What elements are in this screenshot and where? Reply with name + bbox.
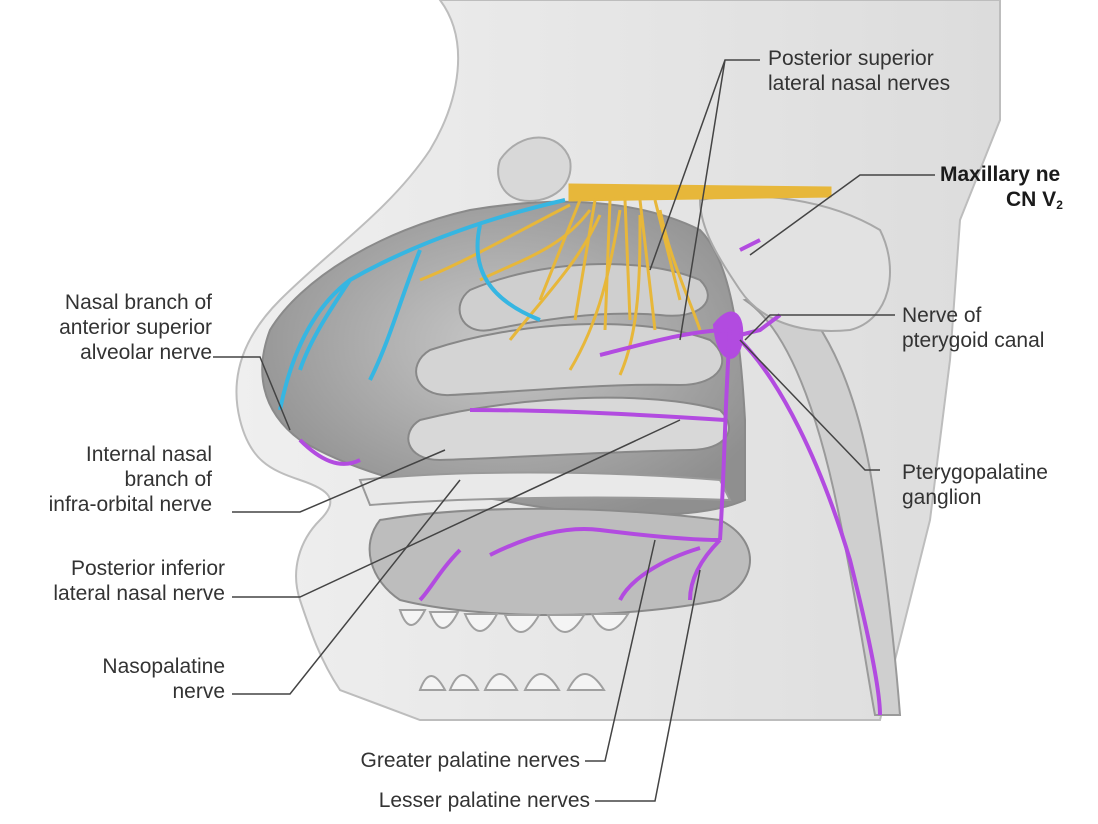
inferior-concha (407, 396, 730, 462)
leader-maxillary (749, 174, 935, 256)
label-cn-sub: 2 (1056, 198, 1063, 212)
label-nerve-of-pterygoid-canal: Nerve of pterygoid canal (902, 303, 1044, 353)
label-greater-palatine-nerves: Greater palatine nerves (250, 748, 580, 773)
leader-nerve-pterygoid (744, 314, 895, 341)
label-line: nerve (172, 680, 225, 703)
leader-greater-palatine (585, 539, 656, 762)
sphenoid-bone (698, 195, 891, 332)
head-illustration (235, 0, 1001, 721)
label-line-cn: CN V2 (940, 187, 1063, 218)
olfactory-nerves (419, 183, 832, 376)
label-line: lateral nasal nerves (768, 72, 951, 95)
label-line: Posterior inferior (70, 557, 225, 580)
label-line: Posterior superior (768, 47, 934, 70)
label-line: ganglion (902, 486, 982, 509)
label-nasal-branch-anterior-superior-alveolar-nerve: Nasal branch of anterior superior alveol… (0, 290, 212, 365)
label-line: Nasal branch of (64, 291, 212, 314)
oral-cavity (368, 507, 751, 616)
lower-teeth (418, 673, 606, 691)
label-line: alveolar nerve (80, 341, 212, 364)
label-internal-nasal-branch-infraorbital-nerve: Internal nasal branch of infra-orbital n… (0, 442, 212, 517)
label-cn-main: CN V (1006, 188, 1057, 211)
label-line: Greater palatine nerves (360, 749, 580, 772)
olfactory-bulb (568, 183, 832, 202)
label-nasopalatine-nerve: Nasopalatine nerve (0, 654, 225, 704)
label-line: Nasopalatine (102, 655, 225, 678)
leader-internal-nasal (232, 449, 446, 513)
leader-nasal-branch (213, 356, 291, 431)
label-line: anterior superior (59, 316, 212, 339)
label-posterior-superior-lateral-nasal-nerves: Posterior superior lateral nasal nerves (768, 46, 950, 96)
label-line: pterygoid canal (902, 329, 1045, 352)
label-maxillary-nerve: Maxillary ne CN V2 (940, 162, 1063, 218)
leader-lesser-palatine (595, 569, 701, 802)
upper-teeth (398, 609, 630, 633)
label-lesser-palatine-nerves: Lesser palatine nerves (250, 788, 590, 813)
leader-lines (213, 59, 935, 802)
label-line: infra-orbital nerve (48, 493, 212, 516)
label-line: Maxillary ne (940, 163, 1061, 186)
label-posterior-inferior-lateral-nasal-nerve: Posterior inferior lateral nasal nerve (0, 556, 225, 606)
label-line: branch of (124, 468, 212, 491)
palatine-nerves (298, 238, 882, 716)
leader-pterygopalatine (739, 339, 880, 471)
leader-posterior-superior (649, 59, 760, 341)
label-line: lateral nasal nerve (53, 582, 225, 605)
label-line: Nerve of (902, 304, 982, 327)
leader-posterior-inferior (232, 419, 681, 598)
label-line: Pterygopalatine (902, 461, 1048, 484)
leader-nasopalatine (232, 479, 461, 695)
hard-palate (358, 471, 732, 507)
label-line: Internal nasal (85, 443, 212, 466)
anterior-nerve-branches (278, 198, 566, 411)
superior-concha (458, 262, 709, 332)
label-pterygopalatine-ganglion: Pterygopalatine ganglion (902, 460, 1048, 510)
frontal-sinus (497, 136, 572, 202)
label-line: Lesser palatine nerves (378, 789, 590, 812)
